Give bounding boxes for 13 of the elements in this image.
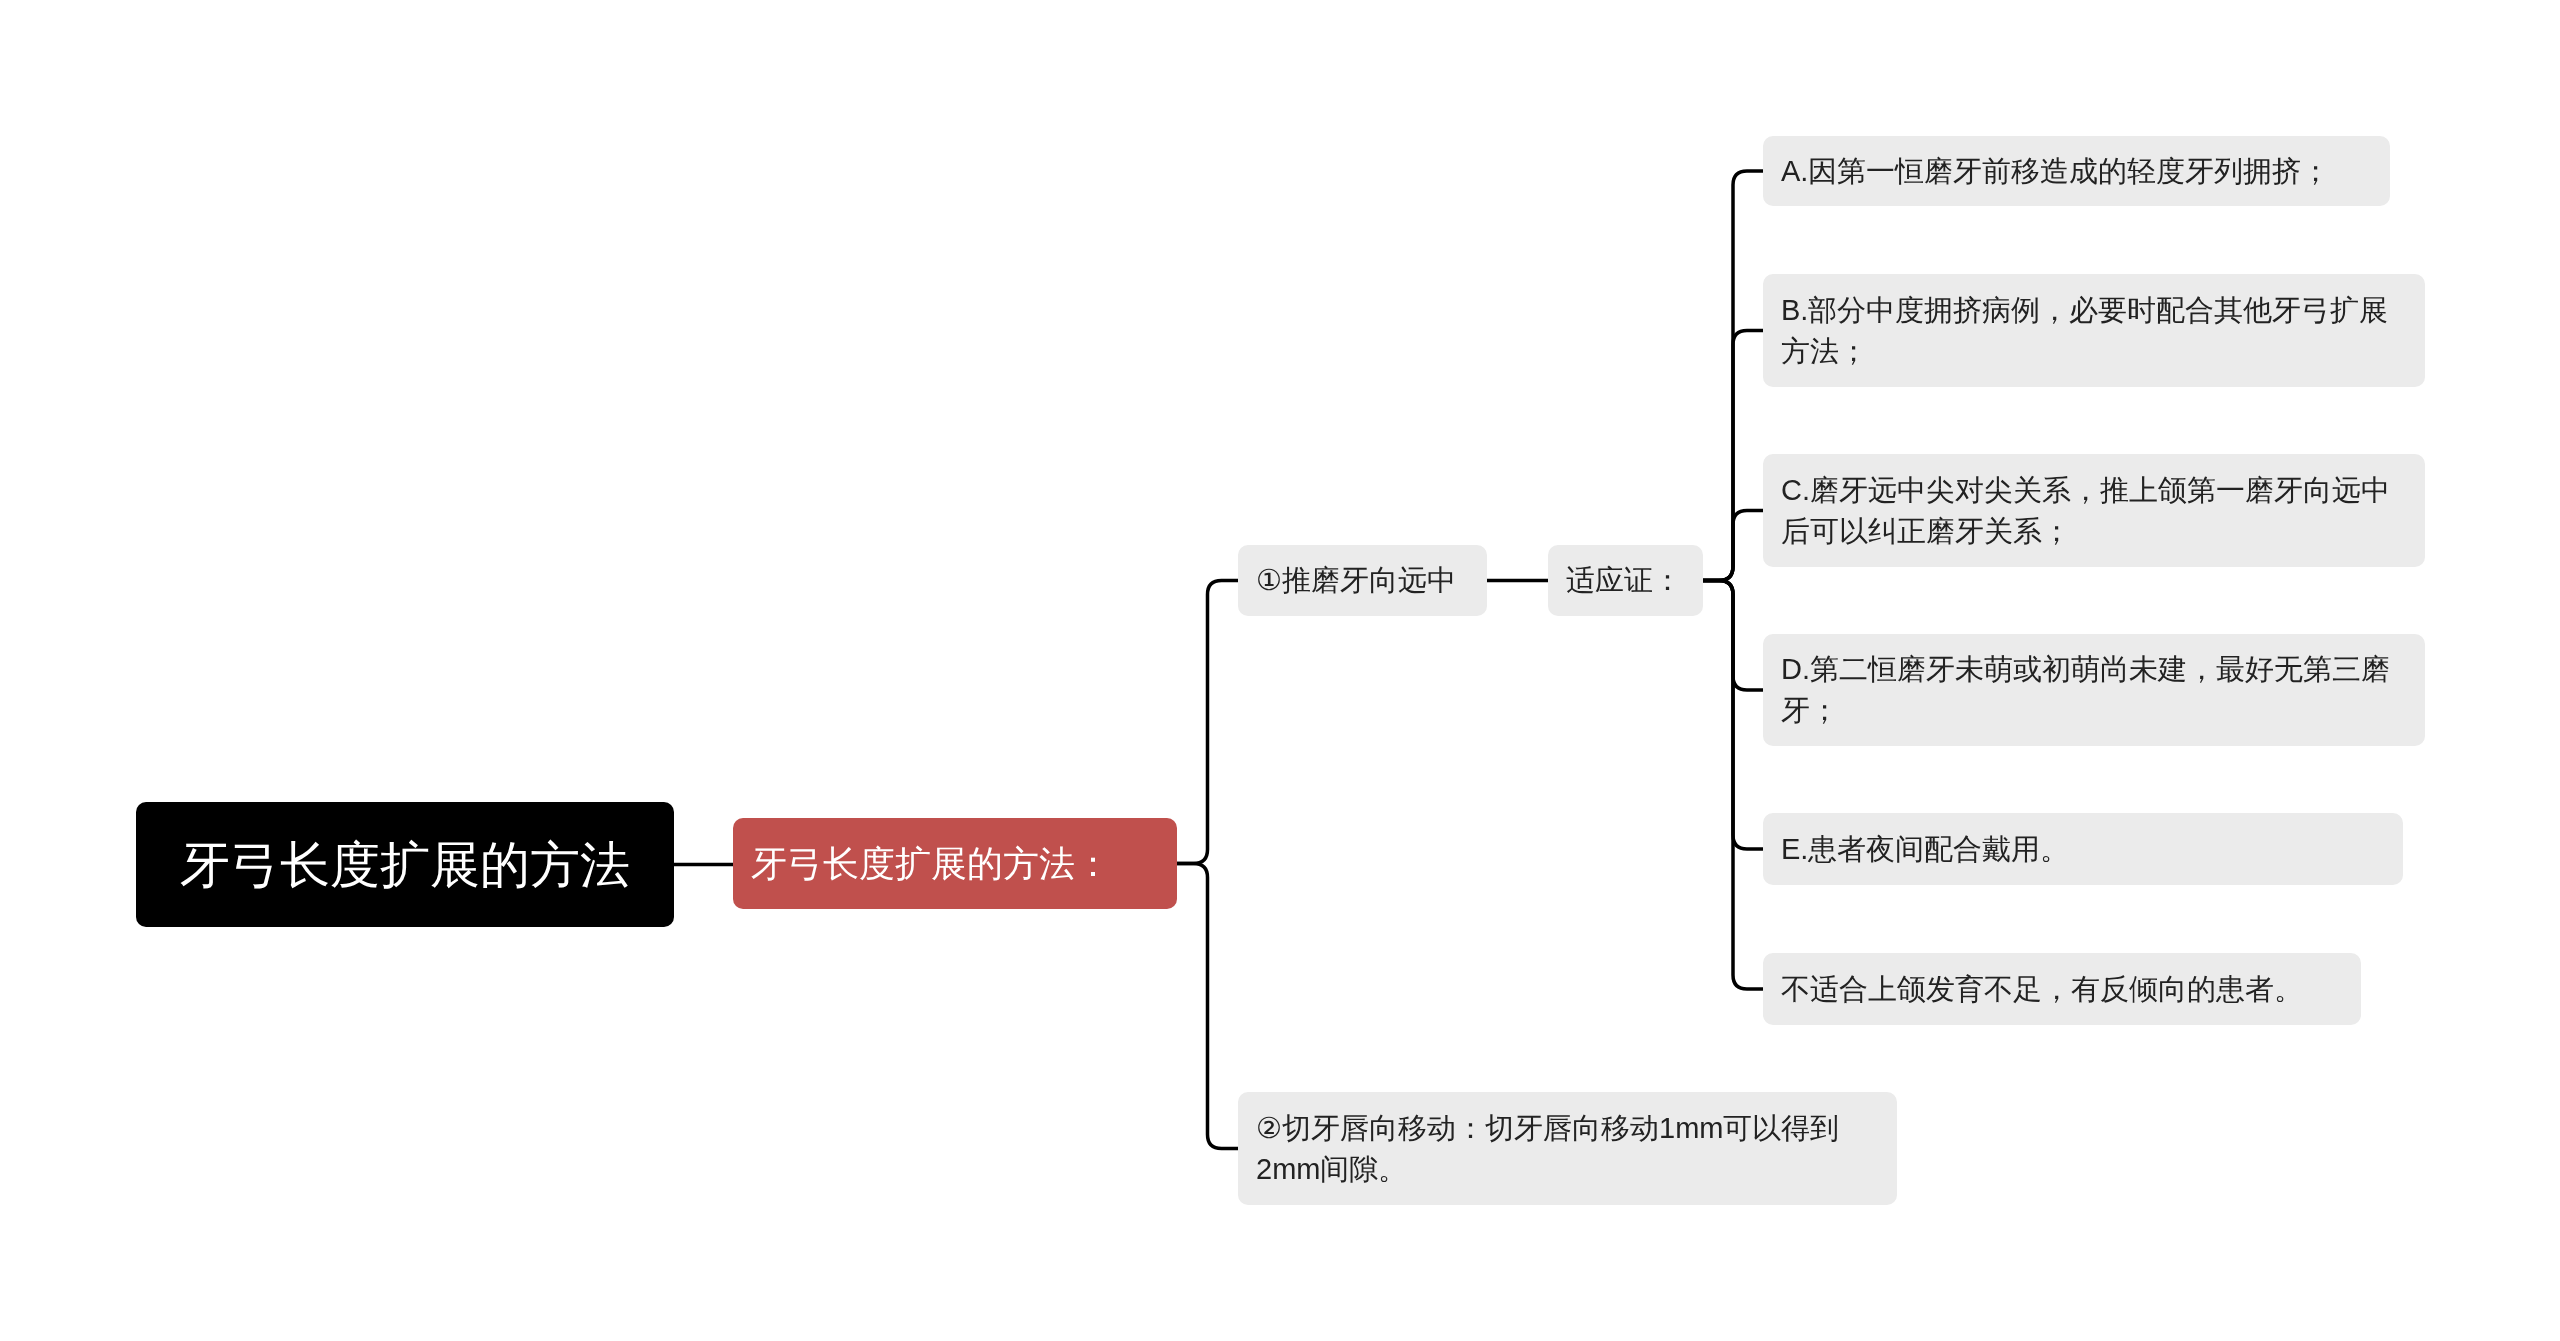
topic-box: A.因第一恒磨牙前移造成的轻度牙列拥挤； bbox=[1763, 136, 2390, 206]
topic-box: ①推磨牙向远中 bbox=[1238, 545, 1487, 616]
topic-box: D.第二恒磨牙未萌或初萌尚未建，最好无第三磨牙； bbox=[1763, 634, 2425, 746]
topic-box: B.部分中度拥挤病例，必要时配合其他牙弓扩展方法； bbox=[1763, 274, 2425, 387]
topic-box: 适应证： bbox=[1548, 545, 1703, 616]
connector-line bbox=[674, 862, 733, 867]
topic-box: ②切牙唇向移动：切牙唇向移动1mm可以得到2mm间隙。 bbox=[1238, 1092, 1897, 1205]
topic-box: C.磨牙远中尖对尖关系，推上颌第一磨牙向远中后可以纠正磨牙关系； bbox=[1763, 454, 2425, 567]
connector-line bbox=[1487, 578, 1548, 583]
main-topic-box: 牙弓长度扩展的方法： bbox=[733, 818, 1177, 909]
topic-box: E.患者夜间配合戴用。 bbox=[1763, 813, 2403, 885]
topic-box: 不适合上颌发育不足，有反倾向的患者。 bbox=[1763, 953, 2361, 1025]
central-topic-box: 牙弓长度扩展的方法 bbox=[136, 802, 674, 927]
